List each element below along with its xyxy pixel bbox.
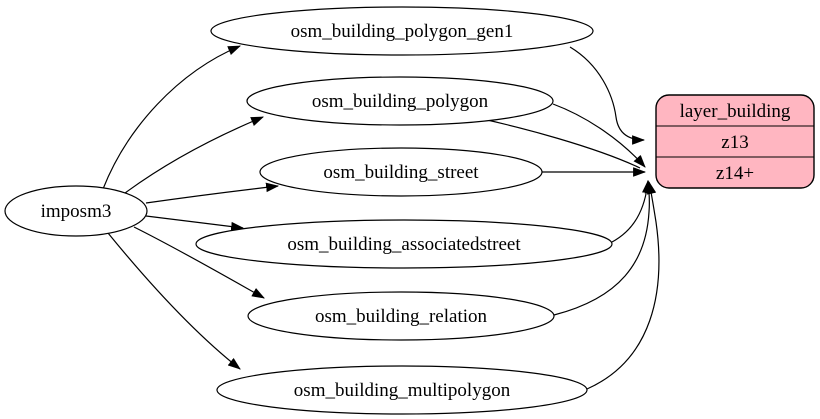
node-osm_building_associatedstreet: osm_building_associatedstreet bbox=[195, 219, 613, 269]
edge-imposm3-osm_building_polygon_gen1 bbox=[102, 45, 241, 190]
node-osm_building_street-label: osm_building_street bbox=[323, 162, 479, 183]
node-osm_building_relation: osm_building_relation bbox=[247, 291, 555, 341]
edge-imposm3-osm_building_multipolygon bbox=[107, 232, 241, 370]
edges-to-layer-building bbox=[449, 46, 660, 390]
node-osm_building_associatedstreet-label: osm_building_associatedstreet bbox=[287, 234, 521, 255]
edge-imposm3-osm_building_associatedstreet bbox=[145, 215, 245, 232]
node-imposm3-label: imposm3 bbox=[41, 201, 112, 222]
edge-osm_building_multipolygon-z14 bbox=[586, 180, 660, 390]
node-osm_building_polygon_gen1: osm_building_polygon_gen1 bbox=[210, 6, 594, 56]
edge-osm_building_associatedstreet-z14 bbox=[611, 179, 652, 243]
node-osm_building_multipolygon-label: osm_building_multipolygon bbox=[294, 380, 511, 401]
node-osm_building_relation-shape bbox=[247, 291, 555, 341]
node-osm_building_polygon_gen1-label: osm_building_polygon_gen1 bbox=[291, 21, 514, 42]
node-imposm3: imposm3 bbox=[4, 185, 148, 237]
node-osm_building_associatedstreet-shape bbox=[195, 219, 613, 269]
edge-osm_building_polygon_gen1-z13 bbox=[569, 46, 646, 145]
edge-imposm3-osm_building_polygon bbox=[120, 116, 264, 197]
node-layer_building: layer_building z13 z14+ bbox=[655, 94, 815, 189]
node-osm_building_multipolygon: osm_building_multipolygon bbox=[216, 365, 588, 415]
node-layer_building-shape bbox=[655, 94, 815, 189]
node-imposm3-shape bbox=[4, 185, 148, 237]
edges-from-imposm3 bbox=[102, 45, 280, 370]
node-osm_building_polygon-label: osm_building_polygon bbox=[312, 91, 489, 112]
layer-row-z14: z14+ bbox=[716, 163, 754, 184]
node-osm_building_polygon: osm_building_polygon bbox=[246, 76, 554, 126]
node-osm_building_polygon-shape bbox=[246, 76, 554, 126]
edge-imposm3-osm_building_relation bbox=[133, 226, 265, 299]
node-osm_building_relation-label: osm_building_relation bbox=[315, 306, 488, 327]
edge-imposm3-osm_building_street bbox=[145, 182, 280, 204]
node-layer_building-title: layer_building bbox=[680, 101, 791, 122]
node-osm_building_street: osm_building_street bbox=[259, 147, 543, 197]
node-osm_building_street-shape bbox=[259, 147, 543, 197]
layer-row-z13: z13 bbox=[721, 132, 748, 153]
node-osm_building_multipolygon-shape bbox=[216, 365, 588, 415]
node-osm_building_polygon_gen1-shape bbox=[210, 6, 594, 56]
